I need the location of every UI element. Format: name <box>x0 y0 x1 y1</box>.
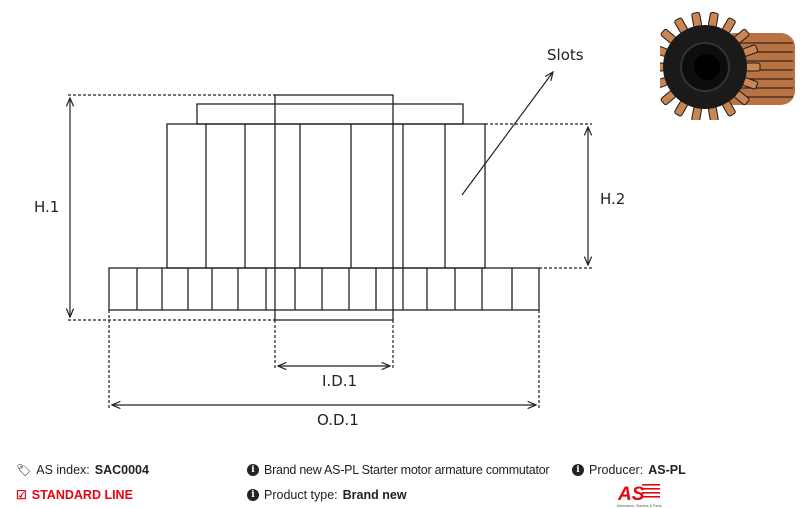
slots-pointer <box>461 72 553 196</box>
tag-icon: 🏷 <box>16 463 32 477</box>
extension-lines <box>68 94 592 408</box>
h1-label: H.1 <box>34 198 59 216</box>
info-icon: i <box>572 464 584 476</box>
producer-label: Producer: <box>589 463 644 477</box>
commutator-ring <box>108 267 540 311</box>
standard-line-badge: ☑ STANDARD LINE <box>16 488 133 502</box>
as-index-value: SAC0004 <box>94 463 149 477</box>
svg-text:AS: AS <box>617 484 645 505</box>
svg-text:Alternators, Starters & Parts: Alternators, Starters & Parts <box>617 504 662 508</box>
product-type-label: Product type: <box>264 488 338 502</box>
info-icon: i <box>247 464 259 476</box>
product-type: i Product type: Brand new <box>247 488 407 502</box>
id1-label: I.D.1 <box>322 372 357 390</box>
producer: i Producer: AS-PL <box>572 463 686 477</box>
description: i Brand new AS-PL Starter motor armature… <box>247 463 550 477</box>
info-icon: i <box>247 489 259 501</box>
bore-outline <box>274 94 394 321</box>
od1-label: O.D.1 <box>317 411 359 429</box>
technical-drawing: H.1 H.2 I.D.1 O.D.1 Slots <box>34 46 625 429</box>
product-type-value: Brand new <box>342 488 407 502</box>
producer-value: AS-PL <box>648 463 686 477</box>
product-photo <box>660 11 795 120</box>
h2-label: H.2 <box>600 190 625 208</box>
top-collar <box>196 103 464 125</box>
as-index-label: AS index: <box>36 463 90 477</box>
checkbox-icon: ☑ <box>16 488 27 502</box>
slots-label: Slots <box>547 46 584 64</box>
as-pl-logo: AS Alternators, Starters & Parts <box>617 484 662 508</box>
as-index: 🏷 AS index: SAC0004 <box>16 463 149 477</box>
description-text: Brand new AS-PL Starter motor armature c… <box>264 463 550 477</box>
commutator-body <box>166 123 486 269</box>
standard-line-label: STANDARD LINE <box>31 488 133 502</box>
